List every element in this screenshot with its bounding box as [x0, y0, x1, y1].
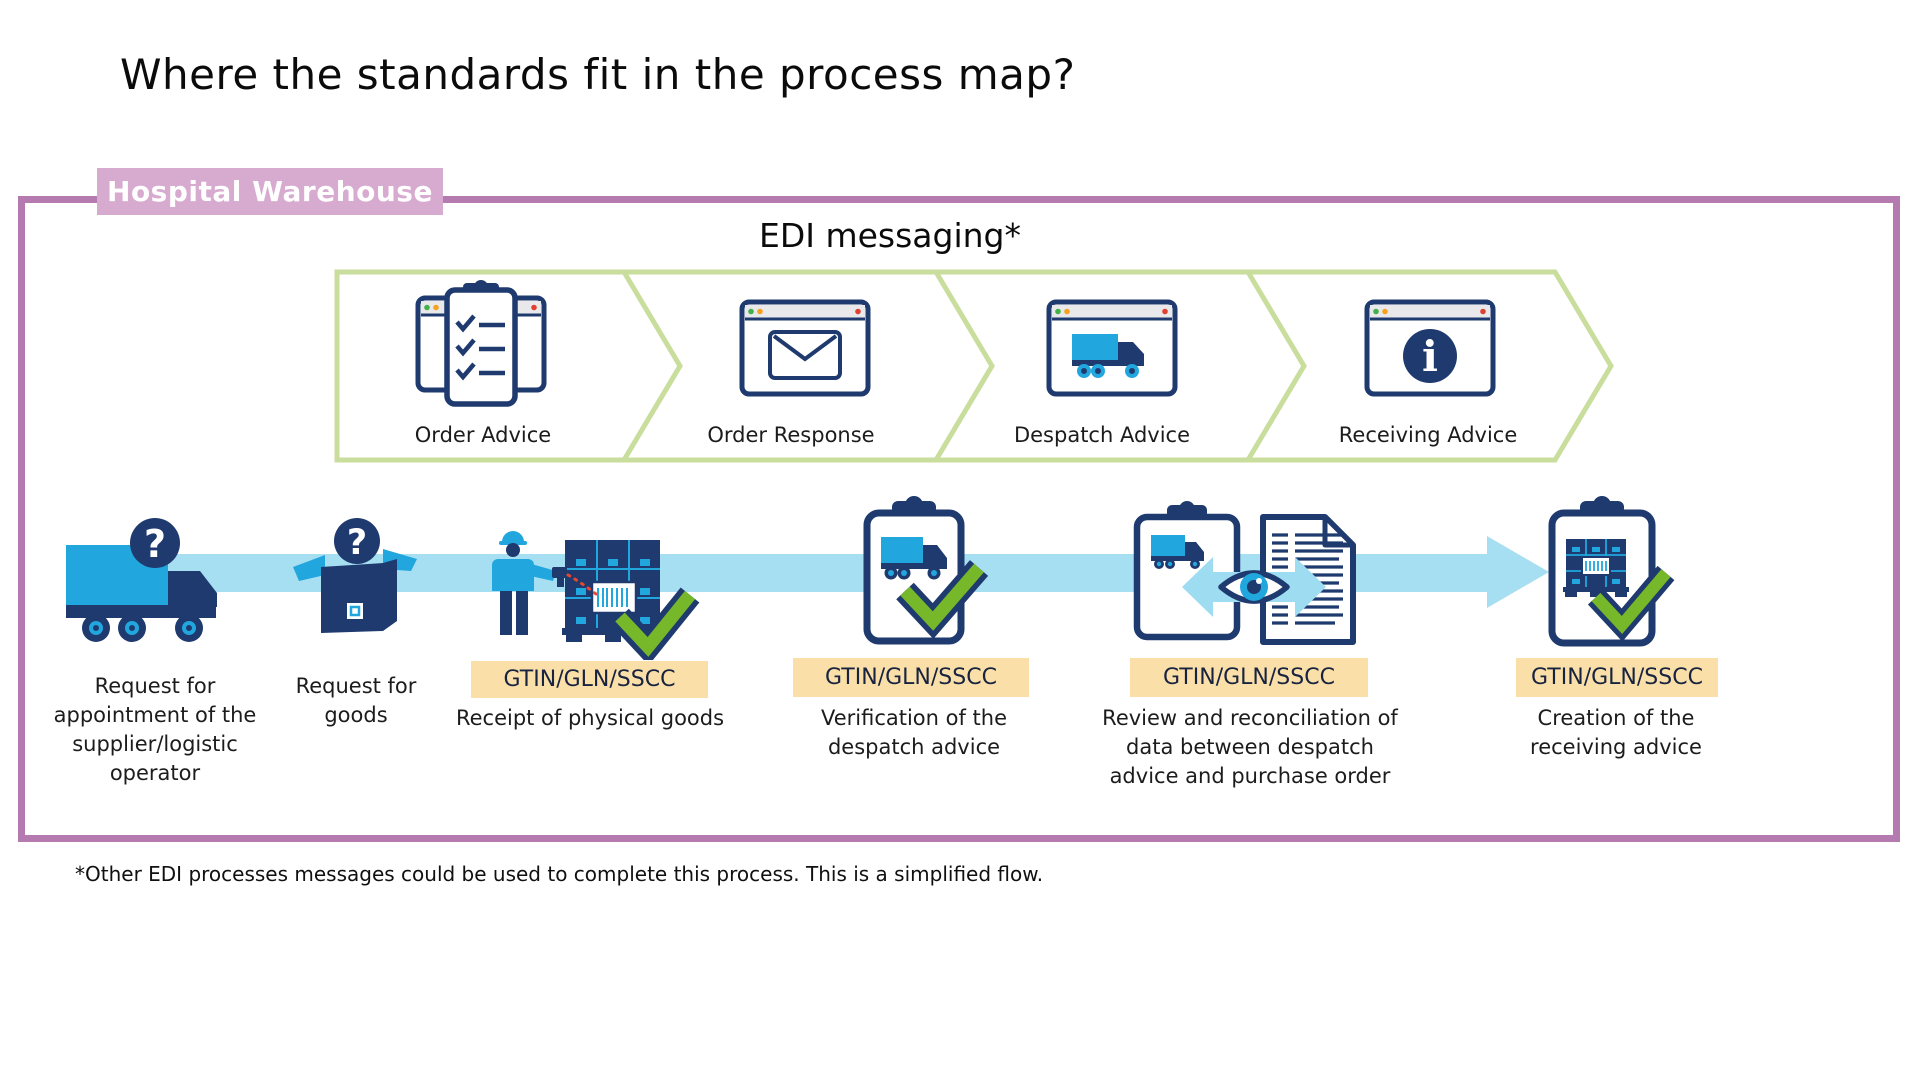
- envelope-window-icon: [739, 299, 871, 397]
- svg-text:?: ?: [144, 522, 166, 566]
- step-caption: Request for goods: [295, 674, 417, 727]
- flow-band-arrowhead: [1487, 536, 1549, 608]
- step-caption: Receipt of physical goods: [455, 706, 725, 730]
- info-window-icon: i: [1364, 299, 1496, 397]
- chevron-label-despatch-advice: Despatch Advice: [1013, 423, 1191, 447]
- page-title: Where the standards fit in the process m…: [120, 50, 1076, 99]
- chevron-label-receiving-advice: Receiving Advice: [1338, 423, 1518, 447]
- box-question-icon: ?: [293, 518, 417, 633]
- clipboard-truck-check-icon: [863, 496, 988, 645]
- chevron-label-order-advice: Order Advice: [414, 423, 552, 447]
- svg-text:?: ?: [347, 523, 367, 563]
- gtin-badge: GTIN/GLN/SSCC: [793, 658, 1029, 697]
- footnote: *Other EDI processes messages could be u…: [75, 862, 1044, 886]
- scan-pallet-check-icon: [492, 531, 700, 660]
- edi-messaging-title: EDI messaging*: [758, 216, 1022, 255]
- svg-text:i: i: [1422, 332, 1438, 381]
- step-caption: Review and reconciliation of data betwee…: [1102, 706, 1398, 788]
- review-reconciliation-icon: [1133, 501, 1356, 645]
- hospital-warehouse-tag: Hospital Warehouse: [97, 168, 443, 215]
- clipboard-checklist-window-icon: [415, 280, 547, 407]
- truck-question-icon: ?: [66, 518, 217, 642]
- chevron-label-order-response: Order Response: [707, 423, 875, 447]
- gtin-badge: GTIN/GLN/SSCC: [1516, 658, 1718, 697]
- step-caption: Creation of the receiving advice: [1530, 706, 1702, 759]
- truck-window-icon: [1046, 299, 1178, 397]
- gtin-badge: GTIN/GLN/SSCC: [471, 661, 708, 698]
- clipboard-pallet-check-icon: [1548, 496, 1675, 647]
- gtin-badge: GTIN/GLN/SSCC: [1130, 658, 1368, 697]
- step-caption: Request for appointment of the supplier/…: [53, 674, 257, 785]
- step-caption: Verification of the despatch advice: [820, 706, 1008, 759]
- edi-chevron-band: [334, 269, 1614, 463]
